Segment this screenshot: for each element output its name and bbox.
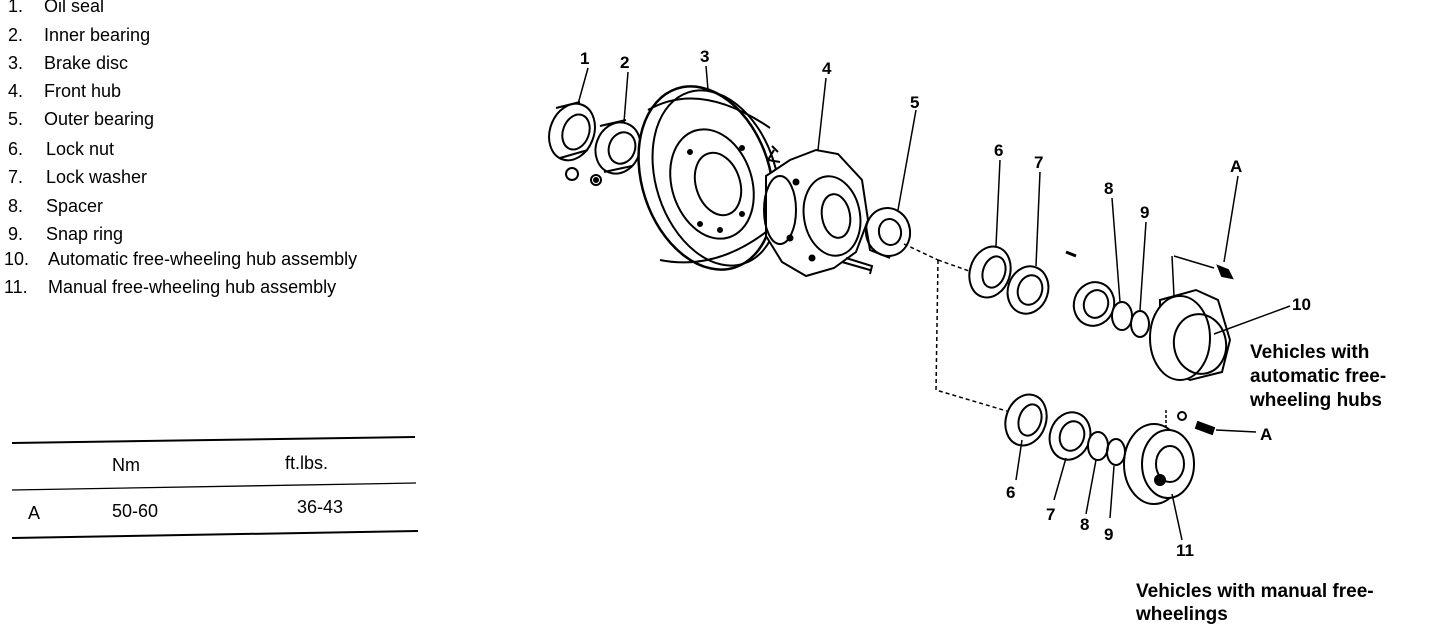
legend-number: 5. — [8, 109, 24, 129]
caption-auto-line3: wheeling hubs — [1249, 390, 1382, 411]
legend-label: Oil seal — [44, 0, 105, 16]
legend-label: Automatic free-wheeling hub assembly — [48, 249, 358, 269]
legend-number: 6. — [8, 139, 24, 159]
oil-seal-drawing — [548, 101, 602, 186]
manual-hub-drawing — [1123, 410, 1216, 505]
callout-2: 2 — [620, 53, 629, 72]
legend-number: 4. — [8, 81, 24, 101]
callout-8-auto: 8 — [1104, 179, 1113, 198]
inner-bearing-drawing — [594, 119, 642, 175]
lock-washer-auto-drawing — [1006, 250, 1077, 315]
legend-item: 3. Brake disc — [0, 53, 420, 77]
legend-item: 1. Oil seal — [0, 0, 420, 20]
legend-number: 2. — [8, 25, 24, 45]
legend-item: 4. Front hub — [0, 81, 420, 105]
legend-label: Snap ring — [46, 224, 124, 244]
callout-7-auto: 7 — [1034, 153, 1043, 172]
table-rules — [11, 436, 419, 539]
table-header-ftlbs: ft.lbs. — [285, 453, 329, 473]
legend-item: 5. Outer bearing — [0, 109, 420, 133]
table-cell-nm: 50-60 — [112, 501, 159, 521]
callout-a-manual: A — [1260, 425, 1272, 444]
outer-bearing-drawing — [864, 207, 912, 259]
callout-10: 10 — [1292, 295, 1311, 314]
caption-auto-line1: Vehicles with — [1250, 342, 1369, 363]
callout-8-manual: 8 — [1080, 515, 1089, 534]
legend-item: 2. Inner bearing — [0, 25, 420, 49]
legend-number: 9. — [8, 224, 24, 244]
legend-item: 8. Spacer — [0, 196, 420, 220]
legend-label: Brake disc — [44, 53, 129, 73]
automatic-hub-drawing — [1149, 255, 1234, 382]
caption-manual-line2: wheelings — [1135, 604, 1228, 625]
legend-item: 10. Automatic free-wheeling hub assembly — [0, 249, 440, 273]
leader-lines — [577, 65, 1291, 541]
legend-label: Outer bearing — [44, 109, 155, 129]
legend-label: Front hub — [44, 81, 122, 101]
legend-number: 3. — [8, 53, 24, 73]
legend-label: Lock nut — [46, 139, 115, 159]
legend-item: 6. Lock nut — [0, 139, 420, 163]
legend-number: 8. — [8, 196, 24, 216]
callout-9-manual: 9 — [1104, 525, 1113, 544]
callout-7-manual: 7 — [1046, 505, 1055, 524]
lock-washer-manual-drawing — [1048, 411, 1092, 461]
legend-number: 1. — [8, 0, 24, 16]
table-cell-ftlbs: 36-43 — [297, 497, 344, 517]
legend-label: Manual free-wheeling hub assembly — [48, 277, 337, 297]
caption-auto-line2: automatic free- — [1250, 366, 1386, 387]
callout-11: 11 — [1176, 541, 1194, 560]
legend-item: 11. Manual free-wheeling hub assembly — [0, 277, 440, 301]
callout-a-auto: A — [1230, 157, 1242, 176]
callout-4: 4 — [822, 59, 832, 78]
legend-number: 10. — [4, 249, 30, 269]
callout-3: 3 — [700, 47, 709, 66]
lock-nut-manual-drawing — [1004, 393, 1048, 447]
table-cell-key: A — [28, 503, 41, 523]
legend-label: Spacer — [46, 196, 104, 216]
lock-nut-auto-drawing — [968, 245, 1012, 299]
callout-6-auto: 6 — [994, 141, 1003, 160]
legend-item: 9. Snap ring — [0, 224, 420, 248]
caption-manual-line1: Vehicles with manual free- — [1136, 581, 1374, 602]
legend-number: 7. — [8, 167, 24, 187]
legend-label: Inner bearing — [44, 25, 151, 45]
callout-1: 1 — [580, 49, 589, 68]
front-hub-drawing — [763, 145, 874, 278]
torque-table: Nm ft.lbs. A 50-60 36-43 — [0, 0, 440, 560]
callout-5: 5 — [910, 93, 919, 112]
legend-label: Lock washer — [46, 167, 148, 187]
callout-6-manual: 6 — [1006, 483, 1015, 502]
callout-9-auto: 9 — [1140, 203, 1149, 222]
brake-disc-drawing — [637, 85, 781, 271]
legend-item: 7. Lock washer — [0, 167, 420, 191]
legend-number: 11. — [4, 277, 28, 297]
table-header-nm: Nm — [112, 455, 140, 475]
